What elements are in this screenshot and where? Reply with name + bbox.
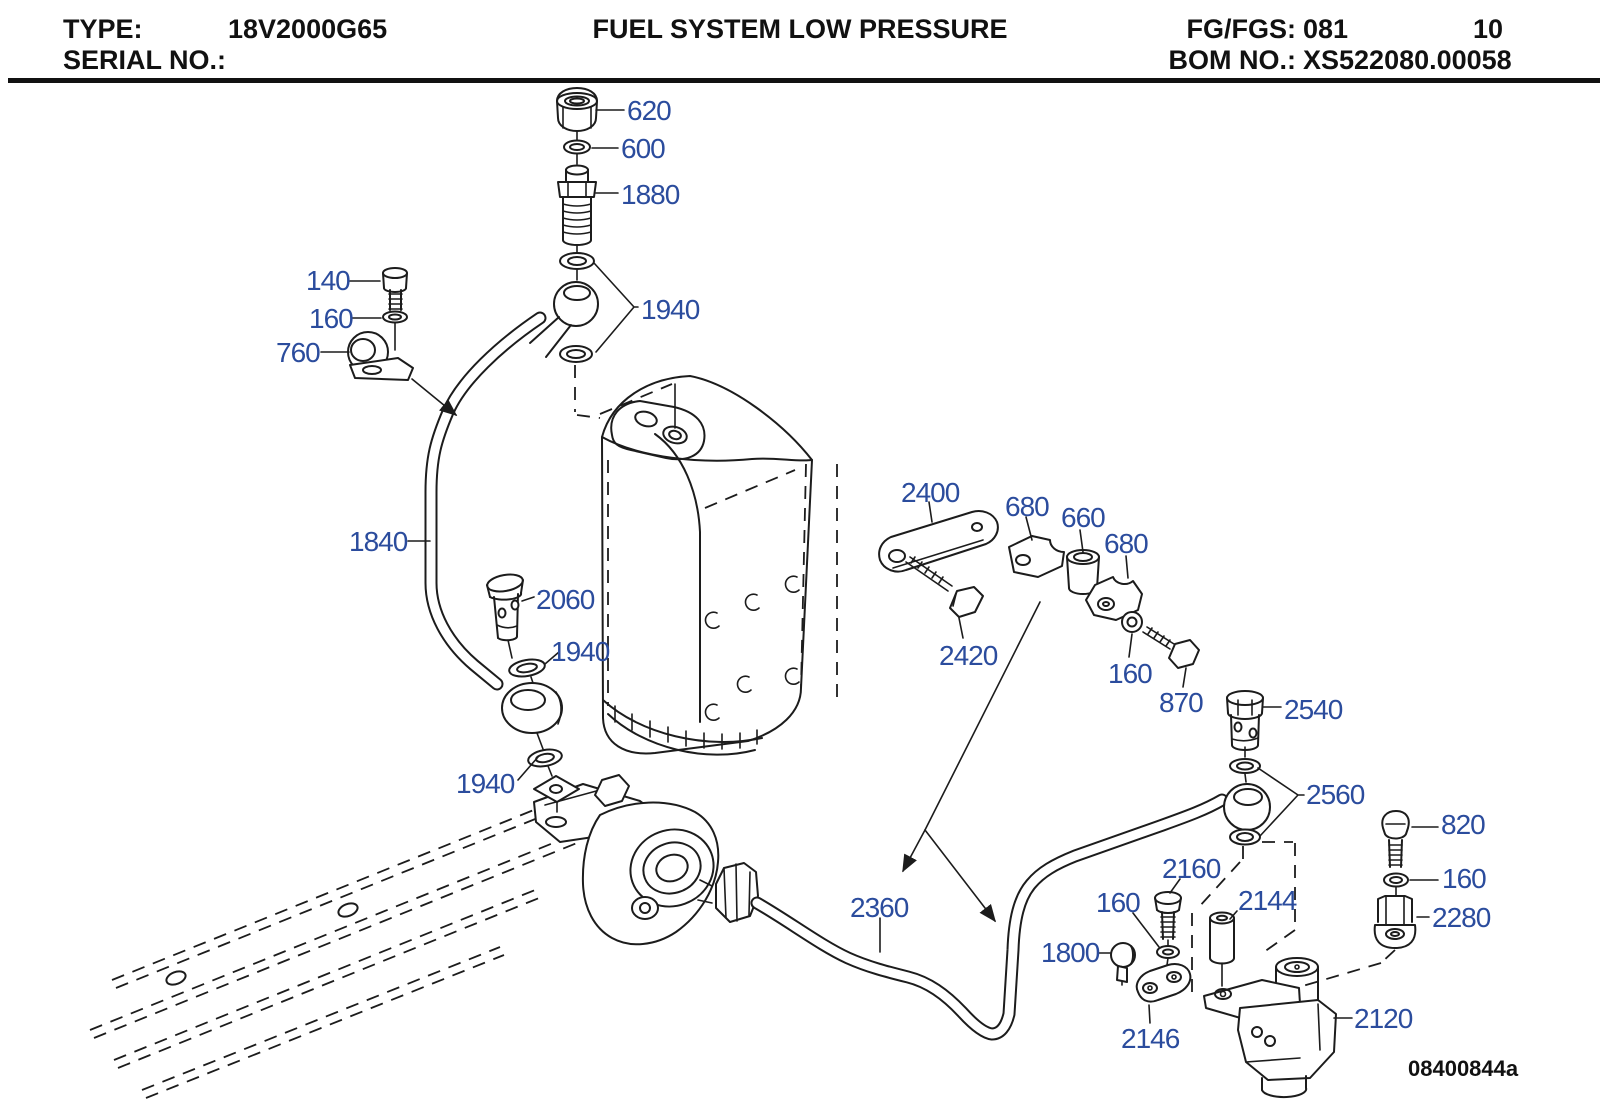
part-callout-680a: 680 xyxy=(1005,491,1050,522)
clamp-position-arrows xyxy=(902,601,1041,923)
part-callout-2280: 2280 xyxy=(1432,902,1491,933)
part-callout-660: 660 xyxy=(1061,502,1106,533)
part-callout-620: 620 xyxy=(627,95,672,126)
part-callout-2144: 2144 xyxy=(1238,885,1297,916)
page-number: 10 xyxy=(1472,14,1503,44)
header-divider xyxy=(8,78,1600,83)
part-callout-160d: 160 xyxy=(1096,887,1141,918)
pipe-clamp-group xyxy=(1008,535,1200,669)
part-callout-680b: 680 xyxy=(1104,528,1149,559)
part-callout-1940c: 1940 xyxy=(456,768,515,799)
part-callout-140: 140 xyxy=(306,265,351,296)
part-callout-160c: 160 xyxy=(1442,863,1487,894)
part-callout-2120: 2120 xyxy=(1354,1003,1413,1034)
part-callout-2420: 2420 xyxy=(939,640,998,671)
leader-lines xyxy=(320,109,1439,1024)
fuel-pipe-1840 xyxy=(424,311,547,691)
part-callout-820: 820 xyxy=(1441,809,1486,840)
part-callout-2360: 2360 xyxy=(850,892,909,923)
part-callout-2560: 2560 xyxy=(1306,779,1365,810)
serial-label: SERIAL NO.: xyxy=(63,45,227,75)
locating-dashed-line xyxy=(574,365,673,419)
part-callout-1880: 1880 xyxy=(621,179,680,210)
bracket-2400-group xyxy=(878,510,999,618)
type-value: 18V2000G65 xyxy=(228,14,388,44)
pump-assembly xyxy=(533,774,759,946)
bom-label: BOM NO.: xyxy=(1168,45,1297,75)
fg-label: FG/FGS: xyxy=(1186,14,1297,44)
banjo-2060-group xyxy=(486,573,580,813)
part-callout-1940b: 1940 xyxy=(551,636,610,667)
part-callout-760: 760 xyxy=(276,337,321,368)
fg-value: 081 xyxy=(1303,14,1349,44)
part-callout-160b: 160 xyxy=(1108,658,1153,689)
engine-rail-hidden-lines xyxy=(89,796,583,1099)
type-label: TYPE: xyxy=(63,14,143,44)
part-callout-2160: 2160 xyxy=(1162,853,1221,884)
valve-2120 xyxy=(1203,957,1337,1099)
drawing-number: 08400844a xyxy=(1408,1056,1519,1081)
valve-mount-group xyxy=(1110,891,1235,1003)
part-callout-1940a: 1940 xyxy=(641,294,700,325)
clamp-760-group xyxy=(347,267,458,417)
clamp-2280-group xyxy=(1271,810,1417,996)
part-callout-600: 600 xyxy=(621,133,666,164)
part-callout-870: 870 xyxy=(1159,687,1204,718)
fuel-pipe-2360 xyxy=(750,793,1229,1041)
part-callout-1800: 1800 xyxy=(1041,937,1100,968)
fuel-filter-canister xyxy=(601,375,838,756)
part-callout-2060: 2060 xyxy=(536,584,595,615)
bom-value: XS522080.00058 xyxy=(1303,45,1512,75)
part-callout-2540: 2540 xyxy=(1284,694,1343,725)
part-callout-2146: 2146 xyxy=(1121,1023,1180,1054)
part-callout-160a: 160 xyxy=(309,303,354,334)
banjo-2560-group xyxy=(1223,690,1271,846)
part-callout-2400: 2400 xyxy=(901,477,960,508)
part-callout-1840: 1840 xyxy=(349,526,408,557)
top-fitting-stack xyxy=(529,87,599,363)
page-title: FUEL SYSTEM LOW PRESSURE xyxy=(592,14,1008,44)
locating-dashes-right xyxy=(1191,841,1296,997)
